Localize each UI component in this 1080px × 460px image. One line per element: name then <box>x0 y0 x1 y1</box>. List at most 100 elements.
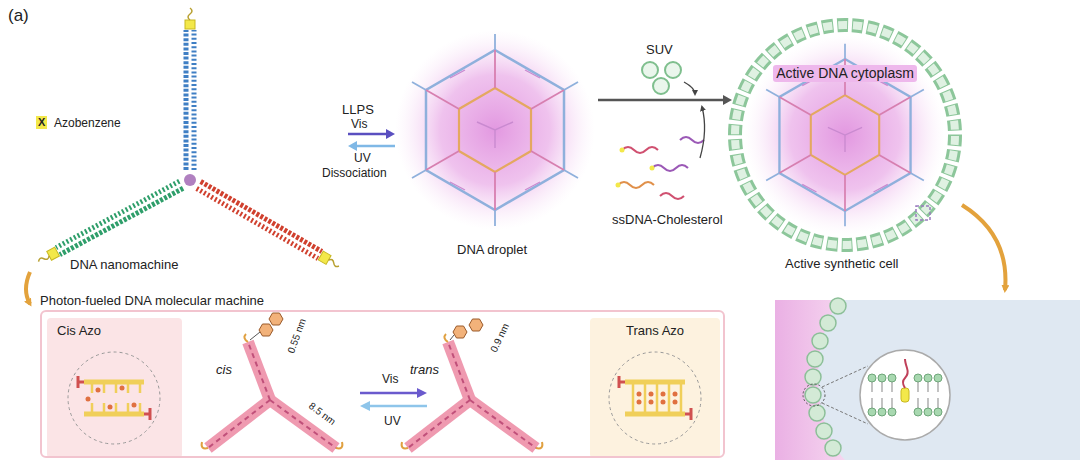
ssdna-cholesterol <box>620 148 625 153</box>
membrane-zoom-panel <box>871 381 872 392</box>
light-label: Vis <box>382 372 398 386</box>
trans-dna-machine <box>448 342 470 400</box>
node-label: Active synthetic cell <box>785 256 898 272</box>
cis-dna-machine <box>208 400 270 448</box>
trans-ladder <box>649 400 654 405</box>
cis-ladder <box>139 382 142 393</box>
connector-arrow <box>348 129 395 151</box>
membrane-zoom-panel <box>775 300 1080 460</box>
dna-droplet <box>395 30 595 230</box>
pointer-arrow <box>26 272 30 304</box>
node-label: Photon-fueled DNA molecular machine <box>40 293 264 309</box>
cis-ladder <box>78 376 84 388</box>
node-label: Trans Azo <box>626 323 684 339</box>
membrane-zoom-panel <box>903 359 908 388</box>
membrane-zoom-panel <box>937 398 938 409</box>
cis-box: Cis Azo <box>47 318 182 458</box>
ssdna-cholesterol <box>652 165 688 171</box>
trans-ladder <box>685 408 691 420</box>
connector-line <box>356 145 395 148</box>
dna-nanomachine <box>36 8 341 270</box>
arrowhead <box>386 129 395 139</box>
light-switch-arrows <box>369 405 427 408</box>
membrane-zoom-panel <box>927 381 928 392</box>
azobenzene-trans <box>450 319 483 340</box>
component-label: SUV <box>646 42 673 58</box>
synthetic-cell-figure <box>916 206 930 220</box>
suv-vesicles <box>653 78 669 94</box>
cis-ladder <box>103 382 106 393</box>
dna-nanomachine <box>185 8 195 170</box>
trans-box: Trans Azo <box>590 318 720 458</box>
dna-nanomachine <box>36 180 183 266</box>
cis-ladder <box>120 386 125 391</box>
ssdna-cholesterol <box>616 137 705 199</box>
cis-ladder <box>96 388 101 393</box>
membrane-zoom-panel <box>775 300 845 460</box>
ssdna-cholesterol <box>616 183 621 188</box>
membrane-zoom-panel <box>805 369 821 385</box>
cis-dna-machine <box>248 342 270 400</box>
cis-box-fill <box>47 318 182 458</box>
membrane-zoom-panel <box>881 381 882 392</box>
cis-ladder <box>144 408 150 420</box>
membrane-zoom-panel <box>871 398 872 409</box>
connector-line <box>348 133 387 136</box>
cis-ladder <box>127 382 130 393</box>
light-switch-arrows <box>360 392 418 395</box>
cis-ladder <box>115 403 118 414</box>
trans-ladder <box>668 382 671 414</box>
process-label: Dissociation <box>322 166 387 180</box>
membrane-zoom-panel <box>812 333 828 349</box>
merge-arrow <box>700 107 705 158</box>
azobenzene-trans <box>469 319 483 331</box>
trans-dna-machine <box>448 342 470 400</box>
dna-droplet <box>412 34 578 226</box>
node-label: Cis Azo <box>57 323 101 339</box>
trans-ladder <box>632 382 635 414</box>
cis-ladder <box>108 405 113 410</box>
droplet-figure: DNA droplet <box>398 28 595 268</box>
membrane-zoom-panel <box>888 408 896 416</box>
connector-line <box>598 99 724 102</box>
trans-box-fill <box>590 318 720 458</box>
azobenzene-cis <box>250 332 260 340</box>
membrane-zoom-panel <box>872 381 938 409</box>
dna-nanomachine <box>184 174 196 186</box>
ssdna-cholesterol <box>660 193 684 199</box>
cis-ladder <box>86 397 91 402</box>
membrane-zoom-panel <box>805 298 846 456</box>
membrane-zoom-panel <box>891 381 892 392</box>
node-label: Active DNA cytoplasm <box>773 65 917 82</box>
cis-dna-machine <box>208 342 336 448</box>
azobenzene-cis <box>250 313 283 340</box>
cis-dna-machine <box>244 334 248 342</box>
cis-dna-machine <box>248 342 270 400</box>
trans-dna-machine <box>402 442 408 448</box>
cis-ladder <box>68 352 160 444</box>
synthetic-cell-figure <box>735 25 955 245</box>
membrane-zoom-panel <box>901 388 909 402</box>
membrane-zoom-panel <box>868 374 942 416</box>
process-label: LLPS <box>342 102 374 118</box>
membrane-zoom-panel <box>868 374 876 382</box>
membrane-zoom-panel <box>878 374 886 382</box>
azobenzene-cis <box>269 313 283 325</box>
membrane-zoom-panel <box>830 298 846 314</box>
light-label: UV <box>354 151 371 165</box>
synthetic-cell-figure <box>745 35 945 235</box>
trans-dna-machine <box>470 400 536 448</box>
trans-ladder <box>609 352 701 444</box>
membrane-zoom-panel <box>934 374 942 382</box>
ssdna-cholesterol <box>650 166 655 171</box>
trans-dna-machine <box>444 334 448 342</box>
membrane-zoom-panel <box>820 315 836 331</box>
cis-dna-machine <box>202 334 343 448</box>
cis-ladder <box>132 403 137 408</box>
membrane-zoom-panel <box>868 408 876 416</box>
figure-panel: DNA nanomachine <box>20 30 345 280</box>
arrowhead <box>723 95 732 105</box>
membrane-zoom-panel <box>891 398 892 409</box>
